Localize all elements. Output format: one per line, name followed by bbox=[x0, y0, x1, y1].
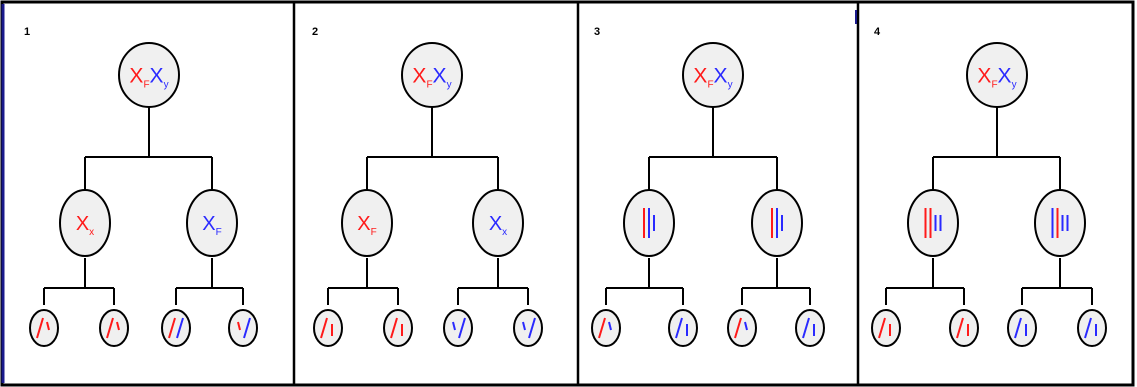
granddaughter-cell bbox=[99, 309, 129, 347]
chromosome-label: XF​Xy bbox=[977, 64, 1016, 90]
chromosome-label: Xx bbox=[489, 213, 507, 238]
granddaughter-cell bbox=[668, 309, 698, 347]
cell-outline bbox=[1077, 309, 1107, 347]
daughter-cell: Xx bbox=[59, 189, 111, 257]
daughter-cell bbox=[751, 189, 803, 257]
granddaughter-cell bbox=[228, 309, 258, 347]
chromosome-label: XF bbox=[357, 213, 376, 238]
chromosome-label: Xx bbox=[76, 213, 94, 238]
daughter-cell bbox=[1034, 189, 1086, 257]
chromatid-tick bbox=[237, 321, 241, 331]
granddaughter-cell bbox=[871, 309, 901, 347]
chromatid-slash bbox=[1014, 317, 1022, 339]
chromatid-slash bbox=[106, 317, 114, 339]
chromatid-slash bbox=[390, 317, 398, 339]
chromatid-slash bbox=[956, 317, 964, 339]
cell-outline bbox=[949, 309, 979, 347]
cell-outline bbox=[59, 189, 111, 257]
granddaughter-cell bbox=[727, 309, 757, 347]
chromatid-slash bbox=[878, 317, 886, 339]
chromatid-slash bbox=[1084, 317, 1092, 339]
chromatid-tick bbox=[744, 321, 748, 331]
cell-outline bbox=[443, 309, 473, 347]
panel-number-label: 1 bbox=[24, 26, 30, 38]
chromatid-slash bbox=[598, 317, 606, 339]
cell-outline bbox=[513, 309, 543, 347]
chromatid-tick bbox=[522, 321, 526, 331]
cell-outline bbox=[313, 309, 343, 347]
chromosome-label: XF​Xy bbox=[412, 64, 451, 90]
cell-outline bbox=[1034, 189, 1086, 257]
cell-outline bbox=[161, 309, 191, 347]
granddaughter-cell bbox=[1007, 309, 1037, 347]
cell-outline bbox=[591, 309, 621, 347]
chromatid-slash bbox=[36, 317, 44, 339]
chromatid-tick bbox=[46, 321, 50, 331]
daughter-cell: XF bbox=[341, 189, 393, 257]
granddaughter-cell bbox=[161, 309, 191, 347]
daughter-cell bbox=[623, 189, 675, 257]
chromatid-slash bbox=[243, 317, 251, 339]
daughter-cell: Xx bbox=[472, 189, 524, 257]
granddaughter-cell bbox=[591, 309, 621, 347]
cell-outline bbox=[186, 189, 238, 257]
cell-outline bbox=[795, 309, 825, 347]
granddaughter-cell bbox=[949, 309, 979, 347]
cell-outline bbox=[472, 189, 524, 257]
cell-outline bbox=[383, 309, 413, 347]
cell-outline bbox=[401, 42, 463, 108]
chromatid-slash bbox=[675, 317, 683, 339]
parent-cell: XF​Xy bbox=[682, 42, 744, 108]
cell-outline bbox=[228, 309, 258, 347]
cell-outline bbox=[727, 309, 757, 347]
chromatid-slash bbox=[320, 317, 328, 339]
cell-outline bbox=[668, 309, 698, 347]
chromosome-label: XF bbox=[202, 213, 221, 238]
parent-cell: XF​Xy bbox=[966, 42, 1028, 108]
granddaughter-cell bbox=[313, 309, 343, 347]
panel-number-label: 4 bbox=[874, 26, 881, 38]
cell-outline bbox=[682, 42, 744, 108]
cell-outline bbox=[966, 42, 1028, 108]
panel-number-label: 2 bbox=[312, 26, 318, 38]
cell-outline bbox=[118, 42, 180, 108]
granddaughter-cell bbox=[443, 309, 473, 347]
parent-cell: XF​Xy bbox=[401, 42, 463, 108]
panel-4: 4XF​Xy bbox=[871, 26, 1107, 347]
chromatid-slash bbox=[802, 317, 810, 339]
chromatid-slash bbox=[168, 317, 176, 339]
chromatid-slash bbox=[734, 317, 742, 339]
chromatid-slash bbox=[528, 317, 536, 339]
cell-outline bbox=[1007, 309, 1037, 347]
cell-outline bbox=[29, 309, 59, 347]
cell-outline bbox=[99, 309, 129, 347]
granddaughter-cell bbox=[1077, 309, 1107, 347]
chromatid-tick bbox=[452, 321, 456, 331]
chromosome-label: XF​Xy bbox=[693, 64, 732, 90]
parent-cell: XF​Xy bbox=[118, 42, 180, 108]
panel-number-label: 3 bbox=[594, 26, 600, 38]
daughter-cell: XF bbox=[186, 189, 238, 257]
cell-outline bbox=[871, 309, 901, 347]
granddaughter-cell bbox=[795, 309, 825, 347]
chromatid-slash bbox=[458, 317, 466, 339]
cell-outline bbox=[907, 189, 959, 257]
daughter-cell bbox=[907, 189, 959, 257]
granddaughter-cell bbox=[383, 309, 413, 347]
granddaughter-cell bbox=[29, 309, 59, 347]
chromatid-tick bbox=[608, 321, 612, 331]
chromatid-slash bbox=[176, 317, 184, 339]
chromatid-tick bbox=[116, 321, 120, 331]
granddaughter-cell bbox=[513, 309, 543, 347]
cell-outline bbox=[341, 189, 393, 257]
panel-3: 3XF​Xy bbox=[591, 26, 825, 347]
chromosome-label: XF​Xy bbox=[129, 64, 168, 90]
